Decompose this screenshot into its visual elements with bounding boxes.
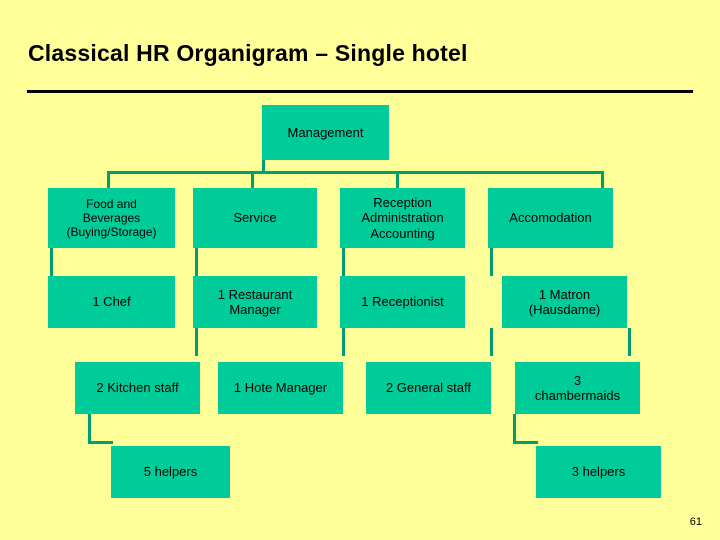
connector-accomodation-to-matron: [490, 248, 493, 276]
node-receptionist-label: 1 Receptionist: [361, 294, 444, 310]
node-three-helpers[interactable]: 3 helpers: [536, 446, 661, 498]
connector-level1-bus: [107, 171, 604, 174]
connector-matron-to-chambermaids: [628, 328, 631, 356]
node-food-and-beverages-label: Food and Beverages (Buying/Storage): [66, 196, 157, 240]
node-reception-administration-accounting[interactable]: Reception Administration Accounting: [340, 188, 465, 248]
node-kitchen-staff-label: 2 Kitchen staff: [96, 380, 179, 396]
connector-chambermaids-to-helpers-horizontal: [513, 441, 538, 444]
node-matron-label: 1 Matron (Hausdame): [528, 286, 601, 317]
connector-bus-to-accomodation: [601, 171, 604, 188]
connector-restaurant-manager-to-hote-manager: [342, 328, 345, 356]
connector-bus-to-fb: [107, 171, 110, 188]
node-restaurant-manager-label: 1 Restaurant Manager: [217, 286, 293, 317]
node-general-staff-label: 2 General staff: [385, 380, 472, 396]
node-service-label: Service: [233, 210, 277, 226]
connector-kitchen-to-helpers-horizontal: [88, 441, 113, 444]
connector-service-to-restaurant-manager: [195, 248, 198, 276]
page-number: 61: [689, 516, 702, 528]
connector-bus-to-service: [251, 171, 254, 188]
connector-bus-to-reception: [396, 171, 399, 188]
node-accomodation-label: Accomodation: [509, 210, 592, 226]
node-three-helpers-label: 3 helpers: [571, 464, 626, 480]
node-chambermaids[interactable]: 3 chambermaids: [515, 362, 640, 414]
node-accomodation[interactable]: Accomodation: [488, 188, 613, 248]
node-general-staff[interactable]: 2 General staff: [366, 362, 491, 414]
connector-chef-to-kitchen-staff: [195, 328, 198, 356]
node-chef-label: 1 Chef: [92, 294, 131, 310]
node-food-and-beverages[interactable]: Food and Beverages (Buying/Storage): [48, 188, 175, 248]
node-hote-manager-label: 1 Hote Manager: [233, 380, 328, 396]
connector-fb-to-chef: [50, 248, 53, 276]
connector-kitchen-to-helpers-vertical: [88, 414, 91, 444]
title-divider: [27, 90, 693, 93]
node-reception-label: Reception Administration Accounting: [361, 195, 444, 241]
node-hote-manager[interactable]: 1 Hote Manager: [218, 362, 343, 414]
node-helpers[interactable]: 5 helpers: [111, 446, 230, 498]
connector-chambermaids-to-helpers-vertical: [513, 414, 516, 444]
node-restaurant-manager[interactable]: 1 Restaurant Manager: [193, 276, 317, 328]
connector-reception-to-receptionist: [342, 248, 345, 276]
node-helpers-label: 5 helpers: [143, 464, 198, 480]
node-service[interactable]: Service: [193, 188, 317, 248]
node-chambermaids-label: 3 chambermaids: [534, 372, 621, 403]
page-title: Classical HR Organigram – Single hotel: [28, 40, 468, 66]
node-management[interactable]: Management: [262, 105, 389, 160]
node-receptionist[interactable]: 1 Receptionist: [340, 276, 465, 328]
node-matron[interactable]: 1 Matron (Hausdame): [502, 276, 627, 328]
node-kitchen-staff[interactable]: 2 Kitchen staff: [75, 362, 200, 414]
connector-receptionist-to-general-staff: [490, 328, 493, 356]
node-chef[interactable]: 1 Chef: [48, 276, 175, 328]
node-management-label: Management: [287, 124, 364, 140]
connector-management-down: [262, 160, 265, 174]
